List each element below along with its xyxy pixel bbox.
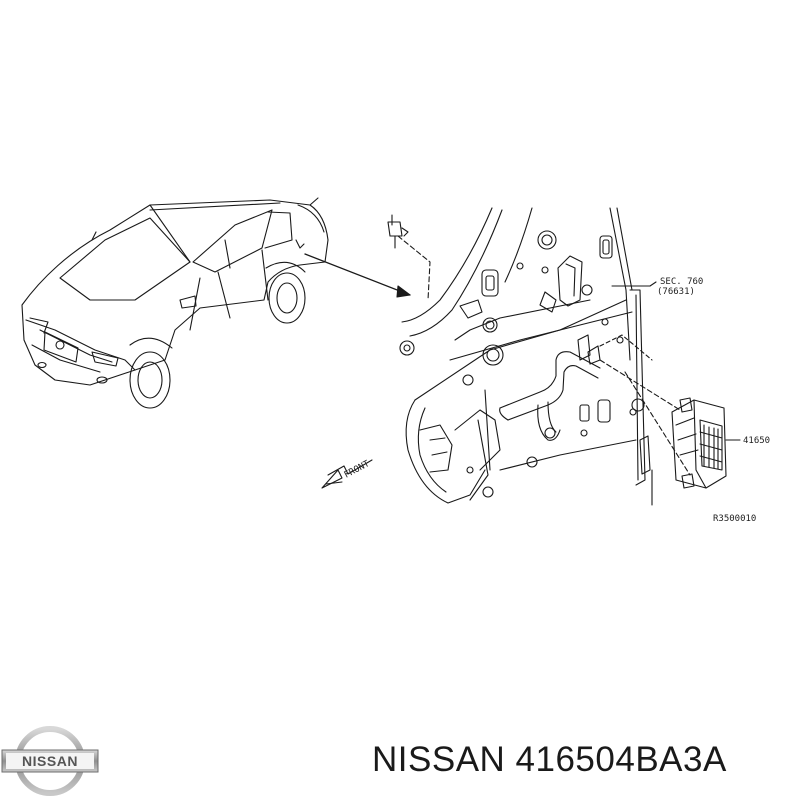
body-panel [401,207,653,506]
fastener-clip [387,214,431,301]
section-leader [611,281,657,287]
module-mount [577,334,691,476]
part-number-callout: 41650 [743,436,770,446]
mount-bracket [539,255,583,313]
front-indicator-label: FRONT [343,459,372,481]
control-module-41650 [671,397,741,489]
vehicle-illustration [21,197,411,409]
diagram-code-label: R3500010 [713,514,756,524]
section-reference-label: SEC. 760 [660,277,703,287]
logo-wordmark: NISSAN [22,753,78,769]
part-caption: NISSAN 416504BA3A [372,740,727,779]
nissan-logo: NISSAN [1,726,99,796]
panel-holes [399,230,645,498]
section-reference-code: (76631) [657,287,695,297]
front-direction-arrow [321,459,373,489]
